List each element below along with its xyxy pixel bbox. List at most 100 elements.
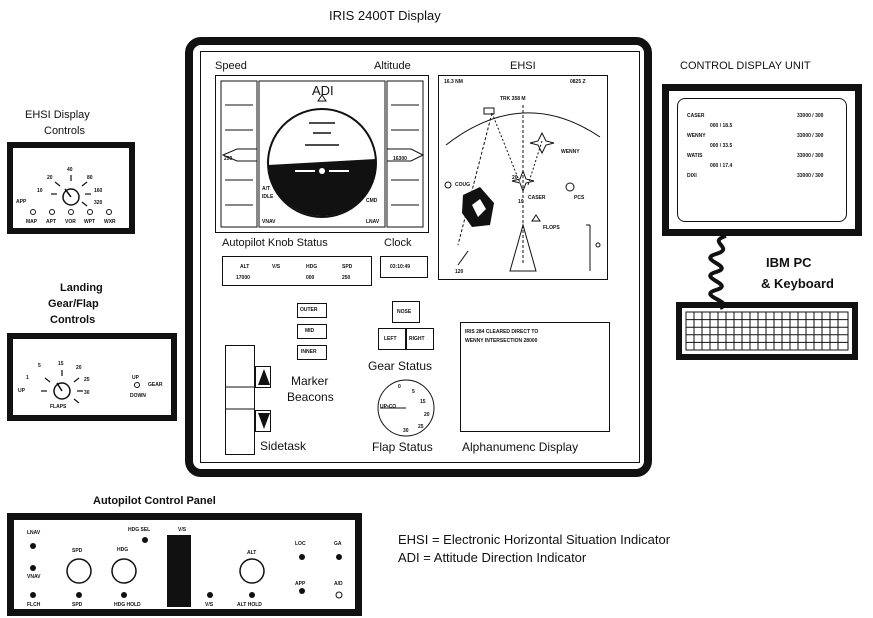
ehsi-header-right: 0825 Z [570, 79, 586, 85]
ap-ga-label: GA [334, 541, 342, 547]
cdu-monitor [662, 84, 862, 236]
ga-button [336, 554, 342, 560]
flap-scale-30: 30 [84, 390, 90, 396]
sidetask-down-button[interactable] [255, 410, 271, 432]
flap-up-label: UP [18, 388, 25, 394]
speed-label: Speed [215, 60, 247, 72]
knob-value-hdg: 000 [306, 275, 315, 281]
ehsi-map-button [30, 209, 36, 215]
gear-label: GEAR [148, 382, 163, 388]
ehsi-wp-flops: FLOPS [543, 225, 560, 231]
ehsi-range-knob[interactable] [7, 142, 135, 234]
autopilot-panel-graphics [30, 535, 343, 607]
ehsi-scale-40: 40 [67, 167, 73, 173]
lnav-button [30, 543, 36, 549]
ehsi-wpt-label: WPT [84, 219, 96, 225]
ehsi-apt-label: APT [46, 219, 56, 225]
gear-nose-label: NOSE [397, 309, 412, 315]
ehsi-track: TRK 358 M [500, 96, 526, 102]
knob-value-spd: 250 [342, 275, 351, 281]
spd-button [76, 592, 82, 598]
hdg-knob [111, 558, 137, 584]
keyboard [676, 302, 858, 360]
iris-display-frame [185, 37, 652, 477]
ehsi-scale-160: 160 [94, 188, 103, 194]
ehsi-wp-pcs: PCS [574, 195, 585, 201]
gear-left-button[interactable] [378, 328, 406, 350]
ap-disconnect-button [335, 591, 343, 599]
ibm-pc-line2: & Keyboard [761, 276, 834, 291]
marker-inner-button[interactable] [297, 345, 327, 360]
ehsi-vor-button [68, 209, 74, 215]
adi-graphics [220, 80, 425, 228]
sidetask-up-button[interactable] [255, 366, 271, 388]
adi-speed-value: 250 [224, 156, 233, 162]
ehsi-wpt-button [87, 209, 93, 215]
ehsi-wxr-label: WXR [104, 219, 116, 225]
clock-box [380, 256, 428, 278]
ehsi-header-left: 16.3 NM [444, 79, 463, 85]
marker-outer-label: OUTER [300, 307, 318, 313]
marker-mid-button[interactable] [297, 324, 327, 339]
coiled-cable-icon [708, 234, 727, 310]
sidetask-label: Sidetask [260, 439, 307, 453]
flap-knob[interactable] [7, 333, 177, 421]
knob-header-alt: ALT [240, 264, 250, 270]
flaps-label: FLAPS [50, 404, 67, 410]
flap-dial-0: 0 [398, 384, 401, 390]
knob-header-spd: SPD [342, 264, 353, 270]
alpha-text-line2: WENNY INTERSECTION 28000 [465, 338, 538, 344]
vnav-button [30, 565, 36, 571]
ap-spd-bottom-label: SPD [72, 602, 83, 608]
ehsi-map-label: MAP [26, 219, 38, 225]
flap-scale-25: 25 [84, 377, 90, 383]
ap-alt-label: ALT [247, 550, 257, 556]
ehsi-scale-320: 320 [94, 200, 103, 206]
adi-idle-label: IDLE [262, 194, 274, 200]
marker-label-line1: Marker [291, 374, 329, 388]
gear-down-label: DOWN [130, 393, 146, 399]
landing-title-line2: Gear/Flap [48, 298, 99, 310]
alphanumeric-label: Alphanumenc Display [462, 440, 579, 454]
cdu-row-1-name: WENNY [687, 133, 706, 139]
ehsi-scale-20: 20 [47, 175, 53, 181]
ehsi-range-20: 20 [512, 175, 518, 181]
ap-lnav-label: LNAV [27, 530, 41, 536]
flap-dial-15: 15 [420, 399, 426, 405]
clock-label: Clock [384, 237, 412, 249]
spd-knob [66, 558, 92, 584]
sidetask-graphics [225, 369, 270, 429]
alt-knob [239, 558, 265, 584]
alpha-text-line1: IRIS 284 CLEARED DIRECT TO [465, 329, 539, 335]
vs-button [207, 592, 213, 598]
ehsi-wxr-button [106, 209, 112, 215]
landing-panel [7, 333, 177, 421]
gear-nose-button[interactable] [392, 301, 420, 323]
adi-at-label: A/T [262, 186, 271, 192]
ap-hdg-hold-label: HDG HOLD [114, 602, 141, 608]
cdu-row-1-val: 33000 / 300 [797, 133, 824, 139]
flap-dial-25: 25 [418, 424, 424, 430]
landing-title-line1: Landing [60, 282, 103, 294]
ehsi-controls-title-line2: Controls [44, 125, 85, 137]
flap-scale-5: 5 [38, 363, 41, 369]
knob-status-box [222, 256, 372, 286]
gear-right-button[interactable] [406, 328, 434, 350]
flap-scale-15: 15 [58, 361, 64, 367]
autopilot-knob-status-label: Autopilot Knob Status [222, 237, 328, 249]
knob-value-alt: 17000 [236, 275, 250, 281]
ehsi-scale-80: 80 [87, 175, 93, 181]
knob-header-hdg: HDG [306, 264, 318, 270]
ap-ad-label: A/D [334, 581, 343, 587]
adi-panel [215, 75, 429, 233]
hdg-hold-button [121, 592, 127, 598]
ehsi-graphics [444, 105, 601, 272]
adi-title: ADI [312, 83, 334, 98]
ap-alt-hold-label: ALT HOLD [237, 602, 262, 608]
sidetask-up-arrow-icon [258, 369, 270, 385]
marker-outer-button[interactable] [297, 303, 327, 318]
gear-up-label: UP [132, 375, 139, 381]
cdu-row-3-name: DIXI [687, 173, 697, 179]
gear-status-label: Gear Status [368, 359, 433, 373]
ap-spd-label: SPD [72, 548, 83, 554]
